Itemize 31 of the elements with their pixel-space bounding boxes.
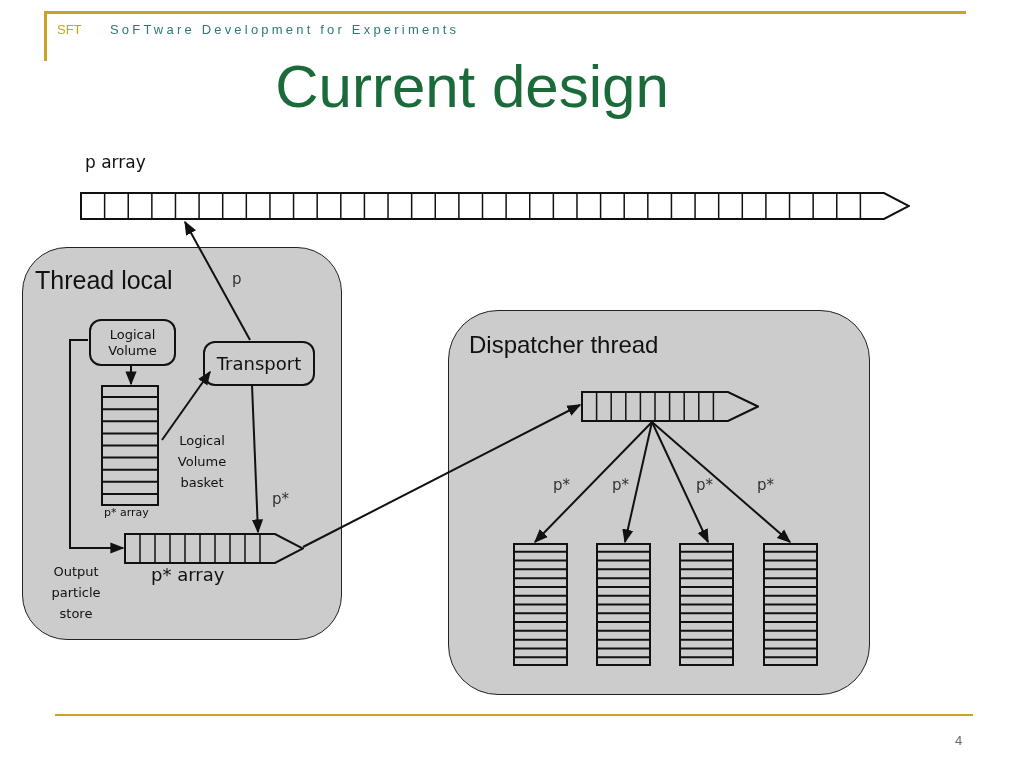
thread-panel xyxy=(448,310,870,695)
edge-label: p* xyxy=(757,478,775,493)
arrow xyxy=(69,339,125,554)
arrow xyxy=(622,421,653,544)
edge-label: p* xyxy=(272,492,290,507)
edge-label: p* xyxy=(612,478,630,493)
array-label: p* array xyxy=(104,506,149,520)
panel-title: Dispatcher thread xyxy=(469,331,659,359)
arrow xyxy=(651,421,792,543)
edge-label: p xyxy=(232,272,242,287)
header-text: SFT xyxy=(57,22,82,37)
arrow xyxy=(302,404,582,548)
arrow xyxy=(184,220,251,341)
annotation-text: Output particle store xyxy=(50,563,102,623)
page-number: 4 xyxy=(955,733,963,748)
slide-title: Current design xyxy=(274,52,670,121)
arrow xyxy=(251,384,264,534)
process-box: Logical Volume xyxy=(89,319,176,366)
array-label: p* array xyxy=(151,564,225,586)
edge-label: p* xyxy=(553,478,571,493)
arrow xyxy=(534,421,653,543)
edge-label: p* xyxy=(696,478,714,493)
arrow xyxy=(651,421,709,544)
array-label: p array xyxy=(85,152,146,174)
thread-panel xyxy=(22,247,342,640)
header-text: SoFTware Development for Experiments xyxy=(110,22,460,37)
arrow xyxy=(125,364,137,386)
arrow xyxy=(161,370,211,441)
panel-title: Thread local xyxy=(35,266,173,295)
annotation-text: Logical Volume basket xyxy=(176,432,228,492)
process-box: Transport xyxy=(203,341,315,386)
